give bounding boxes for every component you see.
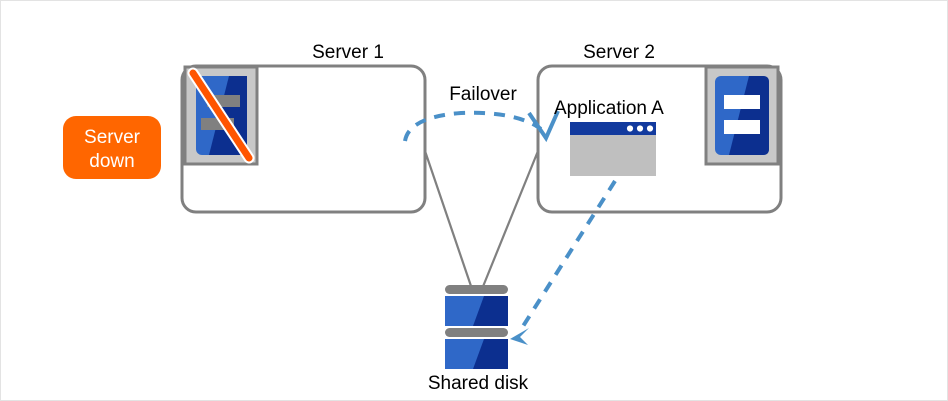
server-down-badge-line2: down: [89, 151, 134, 172]
failover-arrow: [403, 110, 560, 143]
connector-server2-to-disk: [480, 150, 540, 290]
server-down-badge[interactable]: Server down: [63, 116, 161, 179]
shared-disk-bar-top: [445, 285, 508, 294]
server2-icon-bar-bottom: [724, 120, 760, 134]
shared-disk-slab-1-shadow: [473, 296, 508, 326]
failover-arrow-path: [403, 110, 543, 142]
application-window-dot-3: [646, 125, 654, 132]
server1-icon[interactable]: [183, 65, 259, 166]
server1-label: Server 1: [312, 42, 384, 63]
shared-disk-label: Shared disk: [428, 373, 529, 394]
application-label: Application A: [554, 98, 664, 119]
connector-lines: [423, 150, 540, 290]
server-down-badge-line1: Server: [84, 127, 141, 148]
connector-server1-to-disk: [423, 150, 474, 290]
application-window-titlebar: [570, 122, 656, 135]
server1-down-slash-icon: [189, 69, 253, 162]
server2-icon[interactable]: [704, 65, 780, 166]
disk-access-arrow: [510, 179, 617, 345]
server-down-badge-bg: [63, 116, 161, 179]
disk-access-arrow-head: [510, 328, 529, 345]
shared-disk-slab-2-shadow: [473, 339, 508, 369]
shared-disk-icon[interactable]: [445, 285, 508, 369]
application-window-dot-1: [626, 125, 634, 132]
failover-arrow-head: [527, 110, 560, 143]
application-window[interactable]: [570, 122, 656, 176]
shared-disk-bar-middle: [445, 328, 508, 337]
server2-icon-bar-top: [724, 95, 760, 109]
failover-label: Failover: [449, 84, 517, 105]
application-window-body: [570, 134, 656, 176]
server2-label: Server 2: [583, 42, 655, 63]
application-window-dot-2: [636, 125, 644, 132]
disk-access-arrow-line: [518, 179, 617, 333]
